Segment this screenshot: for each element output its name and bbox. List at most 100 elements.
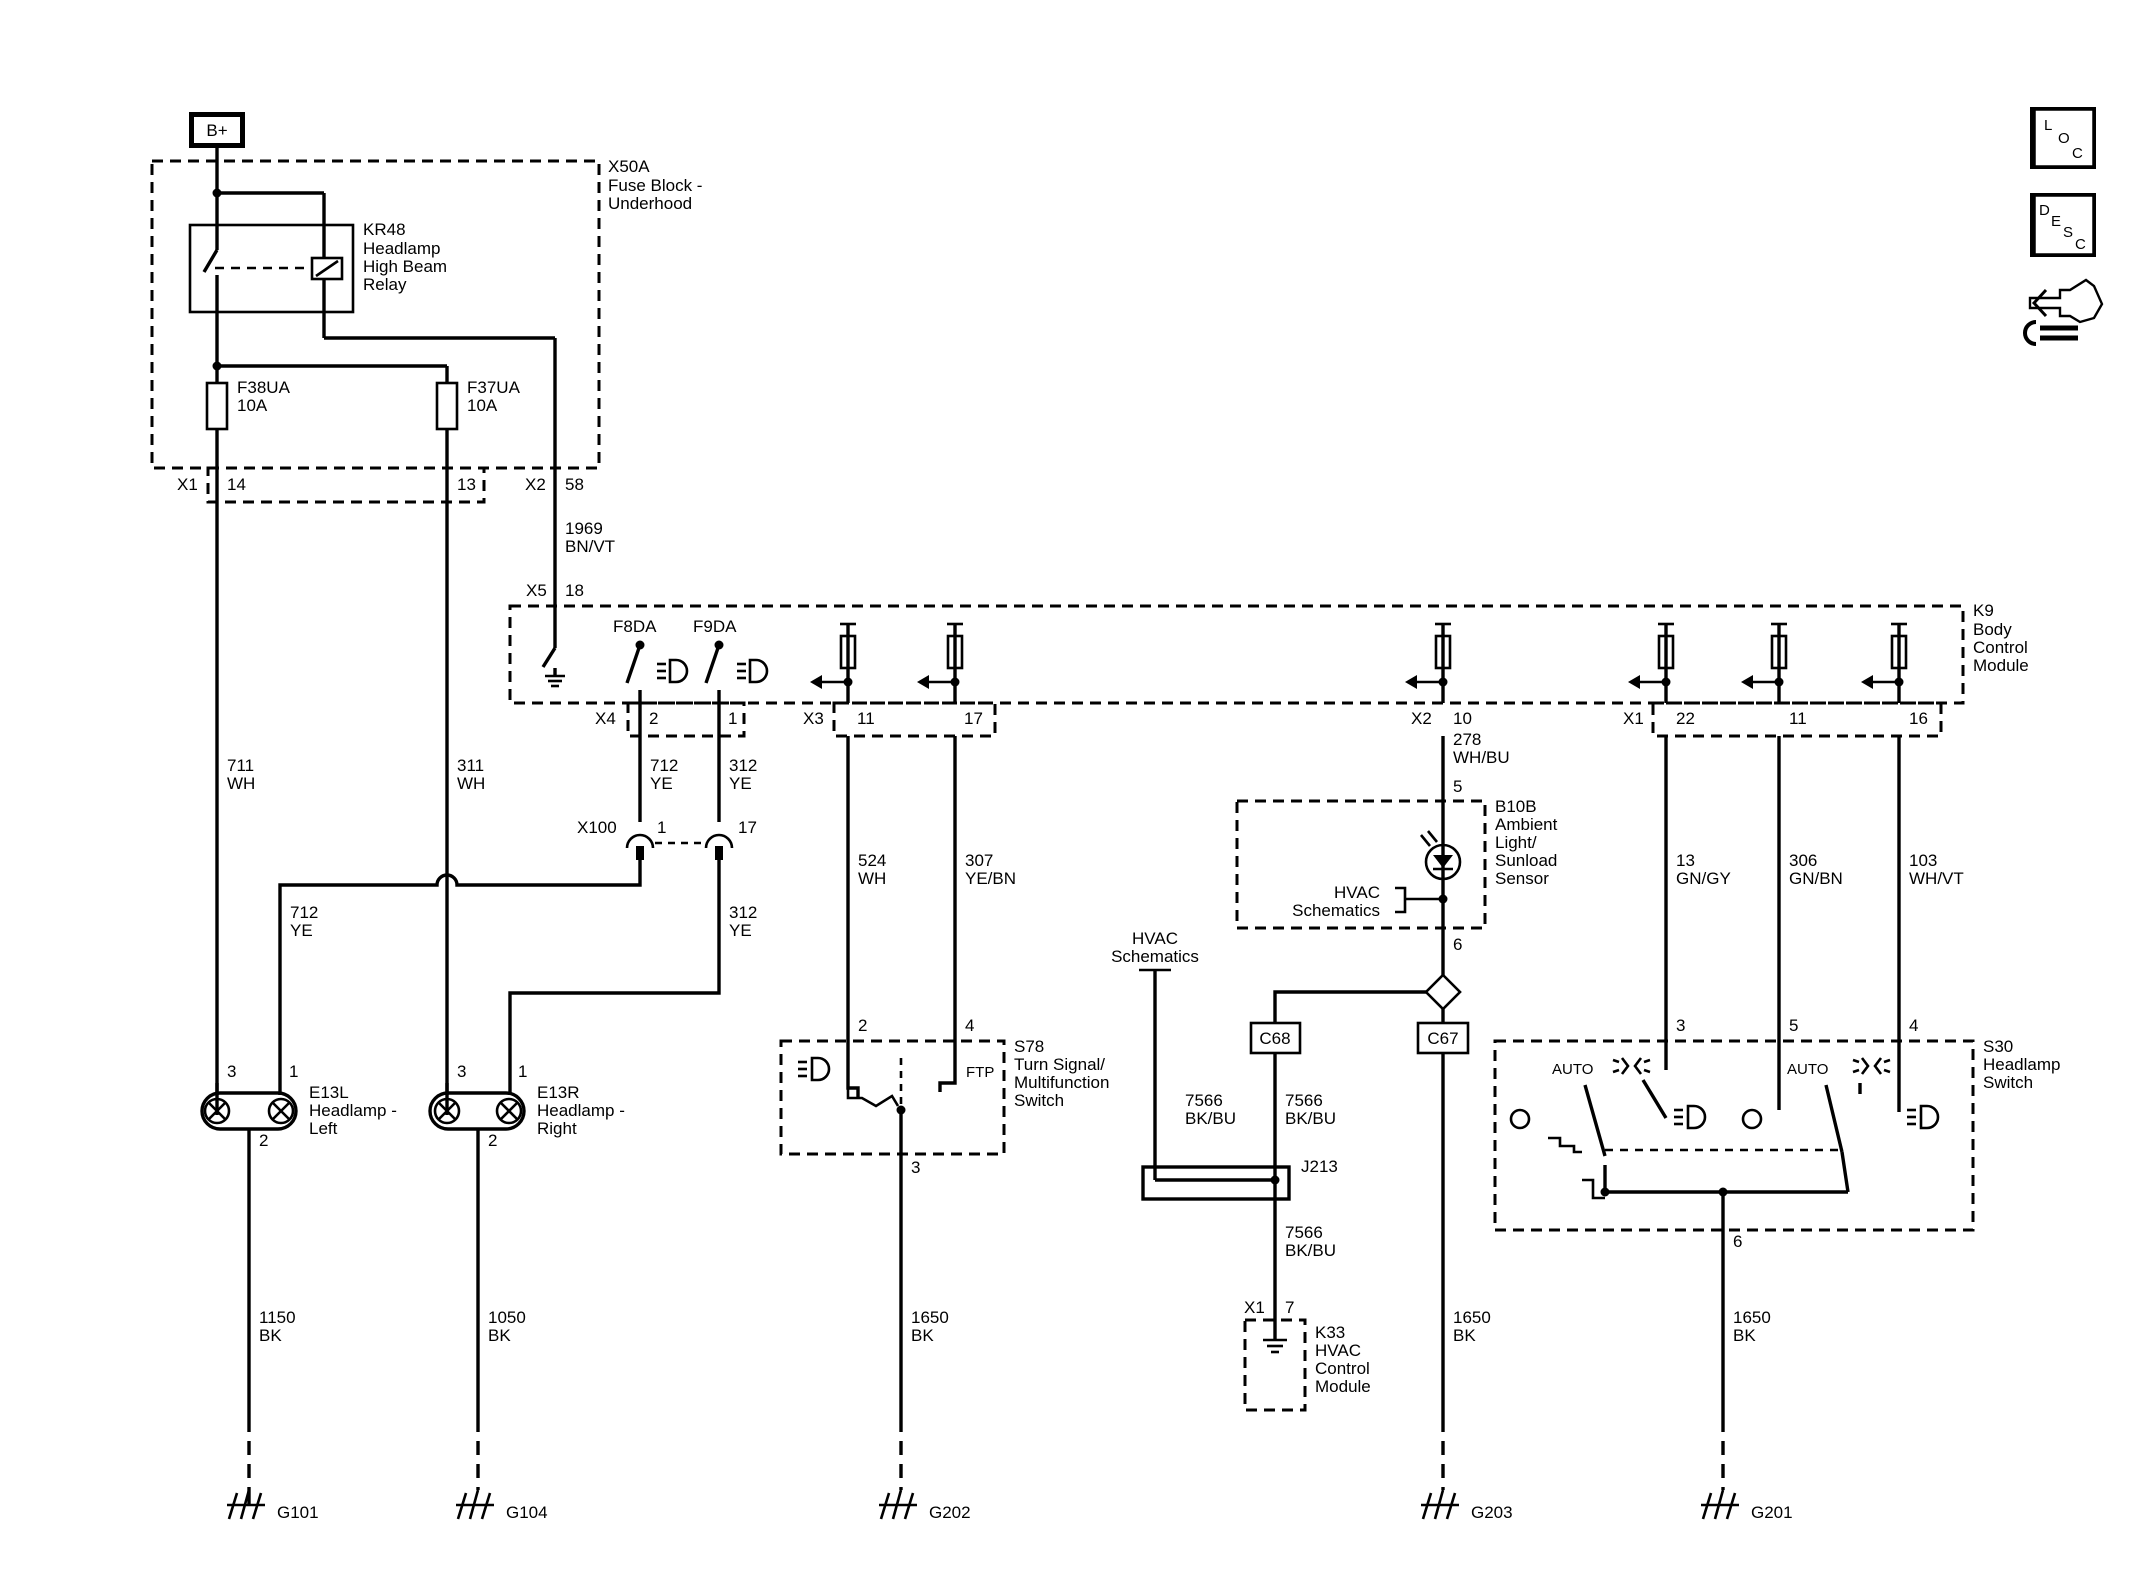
circuit-1650a-num: 1650 (911, 1308, 949, 1327)
desc-letter-s: S (2063, 224, 2073, 241)
bcm-ground-switch (541, 647, 565, 688)
desc-letter-d: D (2039, 202, 2050, 219)
s78-name-3: Switch (1014, 1091, 1064, 1110)
circuit-711-num: 711 (227, 756, 254, 775)
s30-auto-1: AUTO (1552, 1061, 1593, 1078)
s30-pin-3: 3 (1676, 1016, 1685, 1035)
b10b-id: B10B (1495, 797, 1537, 816)
fuse-block-outline (150, 159, 601, 470)
b10b-pin-5: 5 (1453, 777, 1462, 796)
x100-label: X100 (577, 818, 617, 837)
circuit-711-color: WH (227, 774, 255, 793)
battery-label: B+ (206, 121, 227, 140)
low-beam-icon-2 (1907, 1104, 1940, 1130)
fuse-block-id: X50A (608, 157, 650, 176)
s30-name-2: Switch (1983, 1073, 2033, 1092)
bcm-inputs (810, 622, 1908, 703)
b10b-name-1: Ambient (1495, 815, 1558, 834)
bcm-x3-label: X3 (803, 709, 824, 728)
ambient-sensor-outline (1235, 799, 1487, 930)
b10b-name-4: Sensor (1495, 869, 1549, 888)
loc-letter-c: C (2072, 145, 2083, 162)
s30-id: S30 (1983, 1037, 2013, 1056)
circuit-1969-num: 1969 (565, 519, 603, 538)
circuit-13-num: 13 (1676, 851, 1695, 870)
circuit-7566a-color: BK/BU (1185, 1109, 1236, 1128)
bcm-input-x1-22 (1628, 622, 1675, 703)
e13l-id: E13L (309, 1083, 349, 1102)
s78-pin-4: 4 (965, 1016, 974, 1035)
headlamp-switch-outline (1493, 1039, 1975, 1232)
circuit-7566b-color: BK/BU (1285, 1109, 1336, 1128)
bcm-x1-label: X1 (1623, 709, 1644, 728)
relay-name-1: Headlamp (363, 239, 441, 258)
turn-switch-contacts (798, 1056, 957, 1490)
bcm-input-x1-11 (1741, 622, 1788, 703)
bcm-x4-connector (626, 701, 746, 738)
circuit-7566a-num: 7566 (1185, 1091, 1223, 1110)
s78-name-1: Turn Signal/ (1014, 1055, 1105, 1074)
bcm-x2-label: X2 (1411, 709, 1432, 728)
bcm-x1-pin-11: 11 (1789, 709, 1807, 728)
bcm-input-x3-17 (917, 622, 964, 703)
circuit-311-num: 311 (457, 756, 484, 775)
s30-pin-6: 6 (1733, 1232, 1742, 1251)
relay-id: KR48 (363, 220, 406, 239)
splice-j213 (1141, 1165, 1291, 1201)
loc-icon[interactable]: L O C (2030, 107, 2096, 169)
ground-g201: G201 (1751, 1503, 1793, 1522)
circuit-1050-num: 1050 (488, 1308, 526, 1327)
s78-pin-2: 2 (858, 1016, 867, 1035)
fb-x1-pin-14: 14 (227, 475, 246, 494)
hvac-ref-2: Schematics (1111, 947, 1199, 966)
inline-connector-x100 (625, 833, 734, 860)
ftp-label: FTP (966, 1064, 994, 1081)
ground-g201-icon (1701, 1489, 1739, 1520)
s30-auto-2: AUTO (1787, 1061, 1828, 1078)
j213-label: J213 (1301, 1157, 1338, 1176)
s78-pin-3: 3 (911, 1158, 920, 1177)
c68-label: C68 (1259, 1029, 1290, 1048)
bcm-x3-connector (832, 701, 997, 738)
circuit-103-color: WH/VT (1909, 869, 1964, 888)
circuit-306-color: GN/BN (1789, 869, 1843, 888)
bcm-name-1: Body (1973, 620, 2012, 639)
s30-pin-5: 5 (1789, 1016, 1798, 1035)
circuit-1969-color: BN/VT (565, 537, 615, 556)
desc-icon[interactable]: D E S C (2030, 193, 2096, 257)
x100-pin-1: 1 (657, 818, 666, 837)
circuit-1650a-color: BK (911, 1326, 934, 1345)
circuit-312-color: YE (729, 774, 752, 793)
ground-g104-icon (456, 1489, 494, 1520)
b10b-pin-6: 6 (1453, 935, 1462, 954)
b10b-ref-2: Schematics (1292, 901, 1380, 920)
battery-terminal: B+ (189, 112, 245, 148)
fuse-1-id: F38UA (237, 378, 291, 397)
circuit-1050-color: BK (488, 1326, 511, 1345)
connector-wrench-icon[interactable] (2023, 278, 2104, 346)
circuit-1650b-num: 1650 (1453, 1308, 1491, 1327)
headlamp-switch-contacts (1509, 1057, 1940, 1490)
circuit-307-color: YE/BN (965, 869, 1016, 888)
bcm-id: K9 (1973, 601, 1994, 620)
e13r-pin-3: 3 (457, 1062, 466, 1081)
bcm-x1-pin-16: 16 (1909, 709, 1928, 728)
fb-x2-pin-58: 58 (565, 475, 584, 494)
circuit-312b-color: YE (729, 921, 752, 940)
hvac-ref-1: HVAC (1132, 929, 1178, 948)
bcm-name-3: Module (1973, 656, 2029, 675)
headlamp-right-lamp (428, 1083, 526, 1490)
circuit-103-num: 103 (1909, 851, 1937, 870)
s30-pin-4: 4 (1909, 1016, 1918, 1035)
ground-g101: G101 (277, 1503, 319, 1522)
ground-g101-icon (227, 1489, 265, 1520)
ground-g104: G104 (506, 1503, 548, 1522)
bcm-x5-label: X5 (526, 581, 547, 600)
circuit-712b-color: YE (290, 921, 313, 940)
photodiode-icon (1419, 830, 1462, 881)
driver-f8da: F8DA (613, 617, 657, 636)
circuit-278-color: WH/BU (1453, 748, 1510, 767)
ground-g202: G202 (929, 1503, 971, 1522)
fuse-block-name-1: Fuse Block - (608, 176, 702, 195)
circuit-1150-num: 1150 (259, 1308, 296, 1327)
